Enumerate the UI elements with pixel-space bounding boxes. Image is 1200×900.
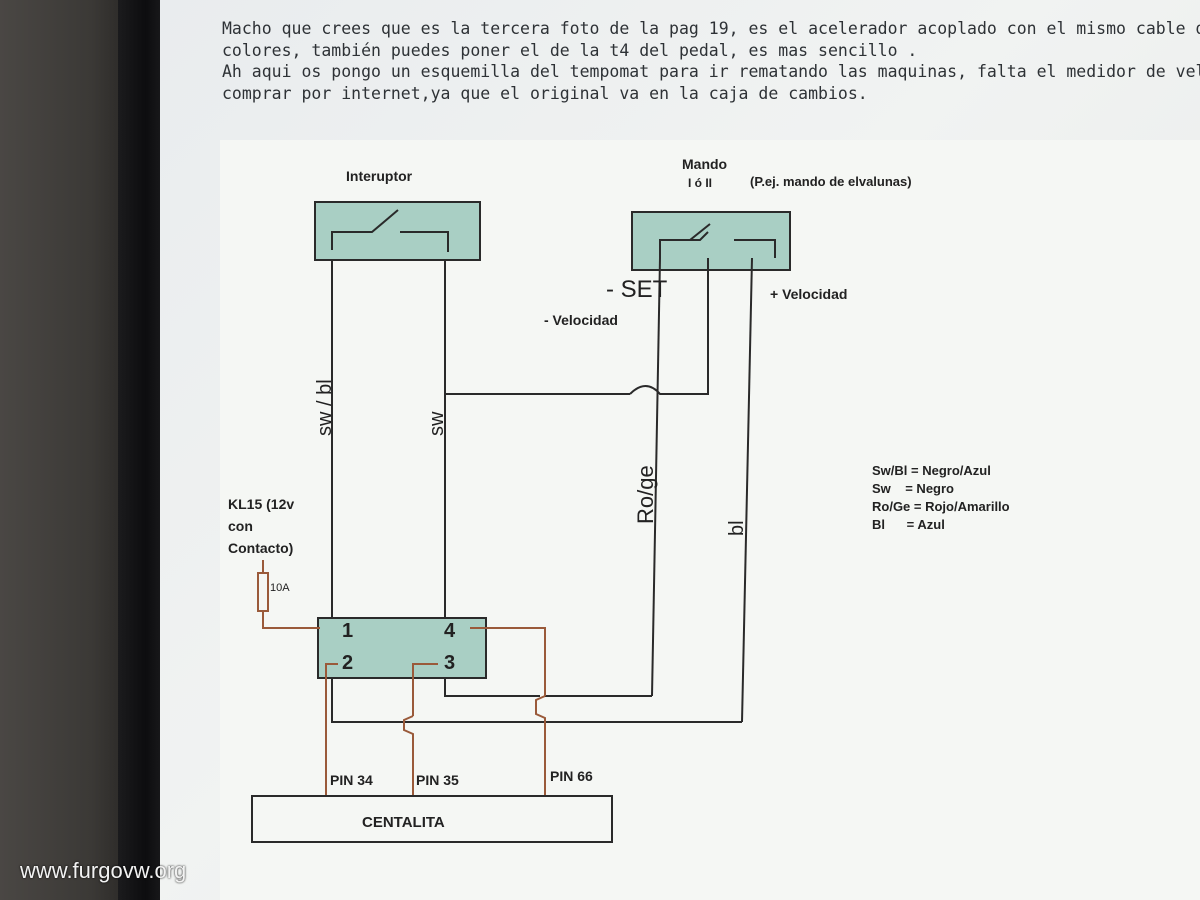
wire-label-sw: sw [426, 411, 448, 436]
kl15-label-line2: con [228, 518, 253, 534]
wire-label-roge: Ro/ge [633, 465, 658, 524]
wire-pin4 [470, 627, 546, 696]
legend-entry: Ro/Ge = Rojo/Amarillo [872, 499, 1010, 514]
kl15-label-line3: Contacto) [228, 540, 294, 556]
set-label: - SET [606, 276, 668, 303]
wire-bl [741, 257, 753, 723]
relay-pin-3: 3 [444, 652, 456, 674]
fuse-label: 10A [270, 582, 290, 594]
wire-label-bl: bl [726, 520, 748, 536]
wire-roge [651, 257, 661, 697]
wiring-diagram: Interuptor Mando I ó II (P.ej. mando de … [220, 140, 1200, 900]
relay-pin-1: 1 [342, 620, 354, 642]
mando-contact-right [734, 239, 776, 258]
wall-background [0, 0, 130, 900]
plus-speed-label: + Velocidad [770, 286, 848, 302]
wire-label-swbl: sw / bl [314, 379, 336, 436]
post-line: colores, también puedes poner el de la t… [222, 40, 918, 60]
centalita-box [251, 795, 613, 843]
relay-pin-4: 4 [444, 620, 456, 642]
pin-35-label: PIN 35 [416, 772, 459, 788]
relay-pin-2: 2 [342, 652, 354, 674]
forum-post-text: Macho que crees que es la tercera foto d… [222, 18, 1200, 104]
mando-note: (P.ej. mando de elvalunas) [750, 174, 912, 189]
kl15-label-line1: KL15 (12v [228, 496, 295, 512]
watermark: www.furgovw.org [20, 858, 187, 883]
post-line: comprar por internet,ya que el original … [222, 83, 868, 103]
monitor-bezel [118, 0, 164, 900]
wire-pin2 [325, 663, 338, 796]
mando-position-label: I ó II [688, 176, 712, 190]
mando-contact-center [690, 231, 709, 241]
wire-bl-bottom [331, 678, 742, 723]
post-line: Macho que crees que es la tercera foto d… [222, 19, 1200, 38]
pin-34-label: PIN 34 [330, 772, 373, 788]
wire-pin3-bottom [444, 678, 540, 697]
wire-pin3-hop [403, 715, 414, 796]
wire-kl15-to-pin1 [262, 611, 320, 629]
post-line: Ah aqui os pongo un esquemilla del tempo… [222, 62, 1200, 81]
interruptor-contact [400, 231, 449, 252]
pin-66-label: PIN 66 [550, 768, 593, 784]
wiring-diagram-svg [251, 201, 791, 843]
interruptor-switch-symbol [331, 209, 399, 250]
relay-box [317, 617, 487, 679]
mando-label: Mando [682, 156, 728, 172]
legend-entry: Sw = Negro [872, 481, 954, 496]
minus-speed-label: - Velocidad [544, 312, 618, 328]
wire-pin4-hop [535, 695, 546, 796]
centalita-label: CENTALITA [362, 814, 445, 831]
wire-pin3 [412, 663, 438, 716]
fuse-symbol [257, 572, 269, 612]
interruptor-label: Interuptor [346, 168, 413, 184]
mando-contact-left [659, 223, 711, 258]
wire-crossover-hop [629, 258, 709, 395]
legend-entry: Sw/Bl = Negro/Azul [872, 463, 991, 478]
wire-color-legend: Sw/Bl = Negro/Azul Sw = Negro Ro/Ge = Ro… [872, 462, 1010, 534]
legend-entry: Bl = Azul [872, 517, 945, 532]
